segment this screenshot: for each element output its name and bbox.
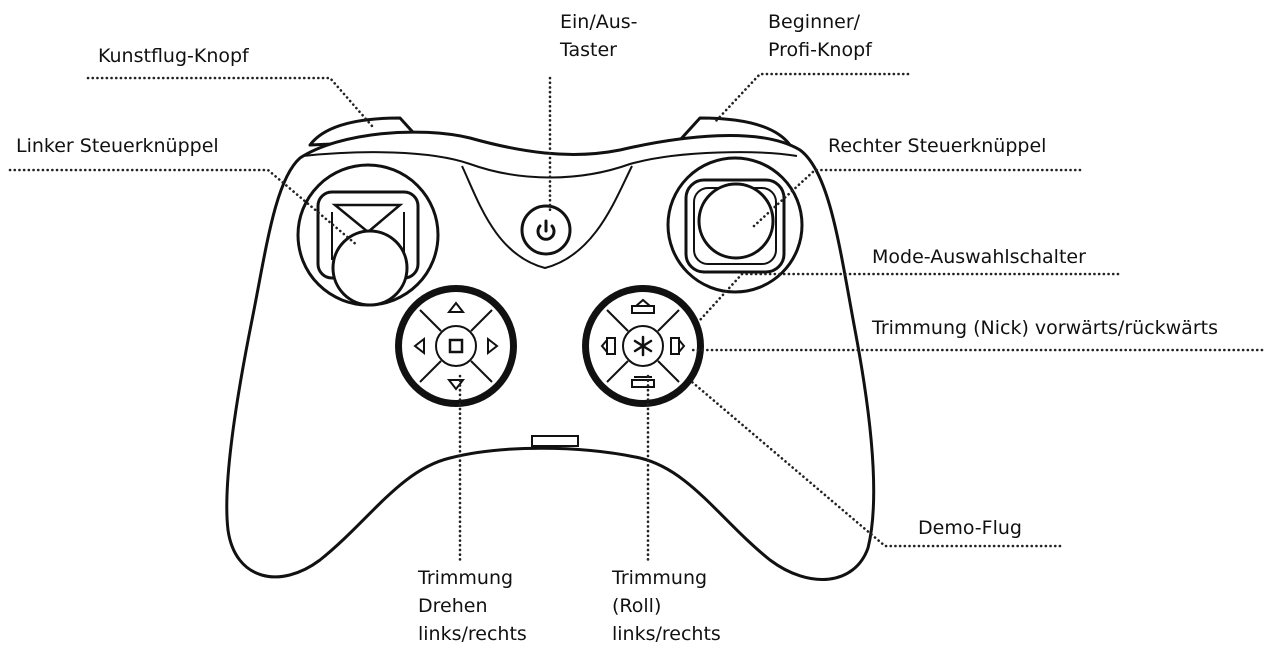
arrow-right-icon [487, 336, 499, 356]
square-icon [448, 338, 464, 354]
drone-backward-icon [631, 376, 655, 388]
leader-demo [690, 380, 1062, 548]
leader-kunstflug [86, 76, 374, 128]
label-beginner-profi: Beginner/ Profi-Knopf [768, 11, 872, 61]
leader-linker [8, 168, 360, 248]
drone-right-icon [670, 337, 686, 355]
left-stick [296, 163, 440, 307]
right-dpad [582, 285, 704, 407]
label-ein-aus: Ein/Aus- Taster [560, 11, 638, 61]
arrow-left-icon [413, 336, 425, 356]
label-trimmung-drehen: Trimmung Drehen links/rechts [418, 567, 527, 645]
power-button [520, 204, 572, 256]
leader-rechter [752, 168, 1082, 228]
power-icon [536, 219, 556, 241]
right-stick [666, 156, 804, 294]
label-demo-flug: Demo-Flug [918, 517, 1022, 539]
leader-lines [8, 72, 1264, 562]
label-rechter-steuerknueppel: Rechter Steuerknüppel [828, 135, 1047, 157]
power-housing [461, 165, 633, 270]
leader-beginner [713, 72, 910, 124]
drone-forward-icon [631, 298, 655, 314]
asterisk-icon [633, 335, 653, 357]
arrow-up-icon [446, 301, 466, 313]
label-kunstflug: Kunstflug-Knopf [98, 45, 249, 67]
label-trimmung-nick: Trimmung (Nick) vorwärts/rückwärts [872, 317, 1218, 339]
drone-left-icon [600, 337, 616, 355]
label-linker-steuerknueppel: Linker Steuerknüppel [16, 135, 219, 157]
label-mode-auswahlschalter: Mode-Auswahlschalter [872, 246, 1086, 268]
bottom-notch [531, 435, 579, 447]
label-trimmung-roll: Trimmung (Roll) links/rechts [612, 567, 721, 645]
leader-mode [698, 272, 1120, 322]
left-dpad [395, 285, 517, 407]
